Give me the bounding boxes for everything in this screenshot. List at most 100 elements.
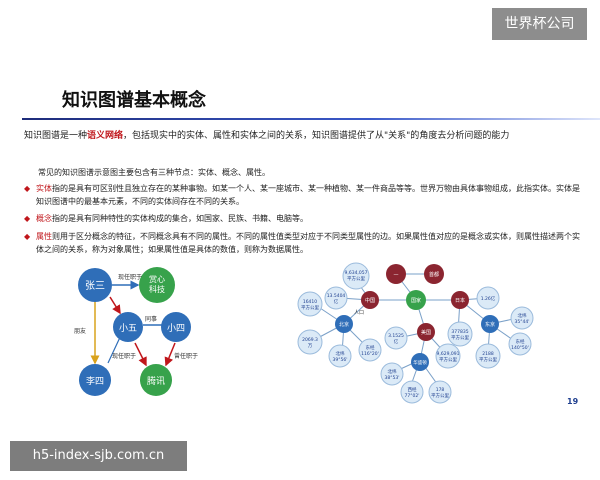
node-zhangsan — [78, 268, 112, 302]
edge-label: 现任职于 — [118, 273, 142, 281]
node-top-left — [386, 264, 406, 284]
edge-label: 现任职于 — [112, 352, 136, 360]
bullet-attribute: ◆ 属性则用于区分概念的特征，不同概念具有不同的属性。不同的属性值类型对应于不同… — [24, 230, 584, 256]
edge-label: 同事 — [145, 315, 157, 323]
value-label: 377835 — [451, 329, 468, 335]
value-label: 13.5404 — [327, 293, 346, 299]
value-bubble — [342, 262, 370, 290]
lead-part2: ，包括现实中的实体、属性和实体之间的关系，知识图谱提供了从"关系"的角度去分析问… — [123, 131, 510, 141]
value-label: 平方公里 — [347, 275, 365, 282]
node-label: 腾讯 — [147, 375, 165, 387]
node-lisi — [79, 364, 111, 396]
node-washington — [411, 353, 429, 371]
value-label: 39°56' — [333, 357, 348, 363]
node-label: 美国 — [421, 329, 431, 336]
value-label: 平方公里 — [301, 304, 319, 311]
diamond-bullet-icon: ◆ — [24, 214, 31, 223]
value-label: 9,629,091 — [437, 351, 460, 357]
value-label: 北纬 — [336, 350, 345, 357]
node-label: 张三 — [85, 280, 105, 292]
bullet-text: 指的是具有可区别性且独立存在的某种事物。如某一个人、某一座城市、某一种植物、某一… — [36, 184, 580, 206]
page-title: 知识图谱基本概念 — [62, 90, 206, 111]
page-number: 19 — [567, 397, 579, 406]
node-label: 首都 — [429, 271, 439, 278]
value-label: 9,634,057 — [345, 270, 368, 276]
lead-paragraph: 知识图谱是一种语义网络，包括现实中的实体、属性和实体之间的关系，知识图谱提供了从… — [24, 128, 579, 144]
node-label: 赏心 — [149, 274, 165, 284]
node-label: 北京 — [339, 321, 349, 328]
value-bubble — [435, 343, 461, 369]
node-label: 日本 — [455, 297, 465, 304]
node-xiaowu — [113, 312, 143, 342]
value-bubbles: 9,634,057 平方公里 13.5404 亿 16410 平方公里 2069… — [297, 262, 534, 404]
node-usa — [417, 323, 435, 341]
value-bubble — [324, 286, 348, 310]
value-label: 140°50' — [511, 345, 529, 351]
value-label: 116°20' — [361, 351, 379, 357]
node-beijing — [335, 315, 353, 333]
node-label: 李四 — [86, 375, 104, 387]
watermark-top: 世界杯公司 — [492, 8, 587, 40]
value-label: 平方公里 — [451, 334, 469, 341]
relationship-diagram: 张三 赏心 科技 小五 小四 李四 腾讯 现任职于 朋友 同事 现任职于 曾任职… — [74, 267, 198, 396]
value-bubble — [447, 321, 473, 347]
value-bubble — [297, 291, 323, 317]
value-bubble — [358, 338, 382, 362]
bullet-term: 概念 — [36, 214, 52, 223]
node-label: — — [394, 272, 399, 278]
value-label: 35°44' — [515, 319, 530, 325]
value-label: 亿 — [394, 338, 399, 345]
value-bubble — [297, 329, 323, 355]
value-bubble — [428, 380, 452, 404]
value-bubble — [384, 326, 408, 350]
title-divider — [22, 118, 600, 120]
diamond-bullet-icon: ◆ — [24, 184, 31, 193]
value-label: 3.1525 — [388, 333, 404, 339]
edge-label: 人口 — [354, 310, 364, 316]
node-label: 中国 — [365, 297, 375, 304]
value-label: 东经 — [516, 338, 525, 345]
value-label: 北纬 — [388, 368, 397, 375]
node-label: 华盛顿 — [413, 359, 427, 366]
node-label: 东京 — [485, 321, 495, 328]
bullet-term: 属性 — [36, 232, 52, 241]
value-bubble — [328, 344, 352, 368]
value-label: 38°53' — [385, 375, 400, 381]
edge-line — [164, 342, 176, 367]
value-bubble — [475, 343, 501, 369]
lead-highlight: 语义网络 — [87, 131, 124, 141]
bullet-term: 实体 — [36, 184, 52, 193]
value-label: 178 — [436, 387, 445, 393]
node-xiaosi — [161, 312, 191, 342]
value-label: 东经 — [366, 344, 375, 351]
value-bubble — [508, 332, 532, 356]
value-label: 平方公里 — [431, 392, 449, 399]
value-bubble — [380, 362, 404, 386]
edge-label: 朋友 — [74, 327, 86, 335]
node-label: 小五 — [119, 323, 137, 334]
node-tokyo — [481, 315, 499, 333]
knowledge-graph-diagram: 9,634,057 平方公里 13.5404 亿 16410 平方公里 2069… — [297, 262, 534, 404]
node-tencent — [140, 364, 172, 396]
edge-line — [109, 296, 121, 315]
value-label: 77°02' — [405, 393, 420, 399]
value-label: 西经 — [408, 386, 417, 393]
node-company — [139, 267, 175, 303]
node-china — [361, 291, 379, 309]
node-label: 国家 — [411, 297, 421, 304]
bullet-entity: ◆ 实体指的是具有可区别性且独立存在的某种事物。如某一个人、某一座城市、某一种植… — [24, 182, 584, 208]
node-label: 科技 — [149, 284, 165, 294]
value-label: 16410 — [303, 299, 317, 305]
value-label: 万 — [308, 343, 313, 349]
node-label: 小四 — [167, 323, 185, 334]
bullet-text: 指的是具有同种特性的实体构成的集合，如国家、民族、书籍、电脑等。 — [52, 214, 308, 223]
lead-part1: 知识图谱是一种 — [24, 131, 88, 141]
value-label: 北纬 — [518, 312, 527, 319]
value-label: 平方公里 — [479, 356, 497, 363]
value-label: 2188 — [482, 351, 494, 357]
value-bubble — [476, 286, 500, 310]
sub-intro: 常见的知识图谱示意图主要包含有三种节点：实体、概念、属性。 — [38, 168, 270, 177]
edge-line — [134, 342, 147, 367]
value-label: 平方公里 — [439, 356, 457, 363]
value-label: 亿 — [334, 298, 339, 305]
